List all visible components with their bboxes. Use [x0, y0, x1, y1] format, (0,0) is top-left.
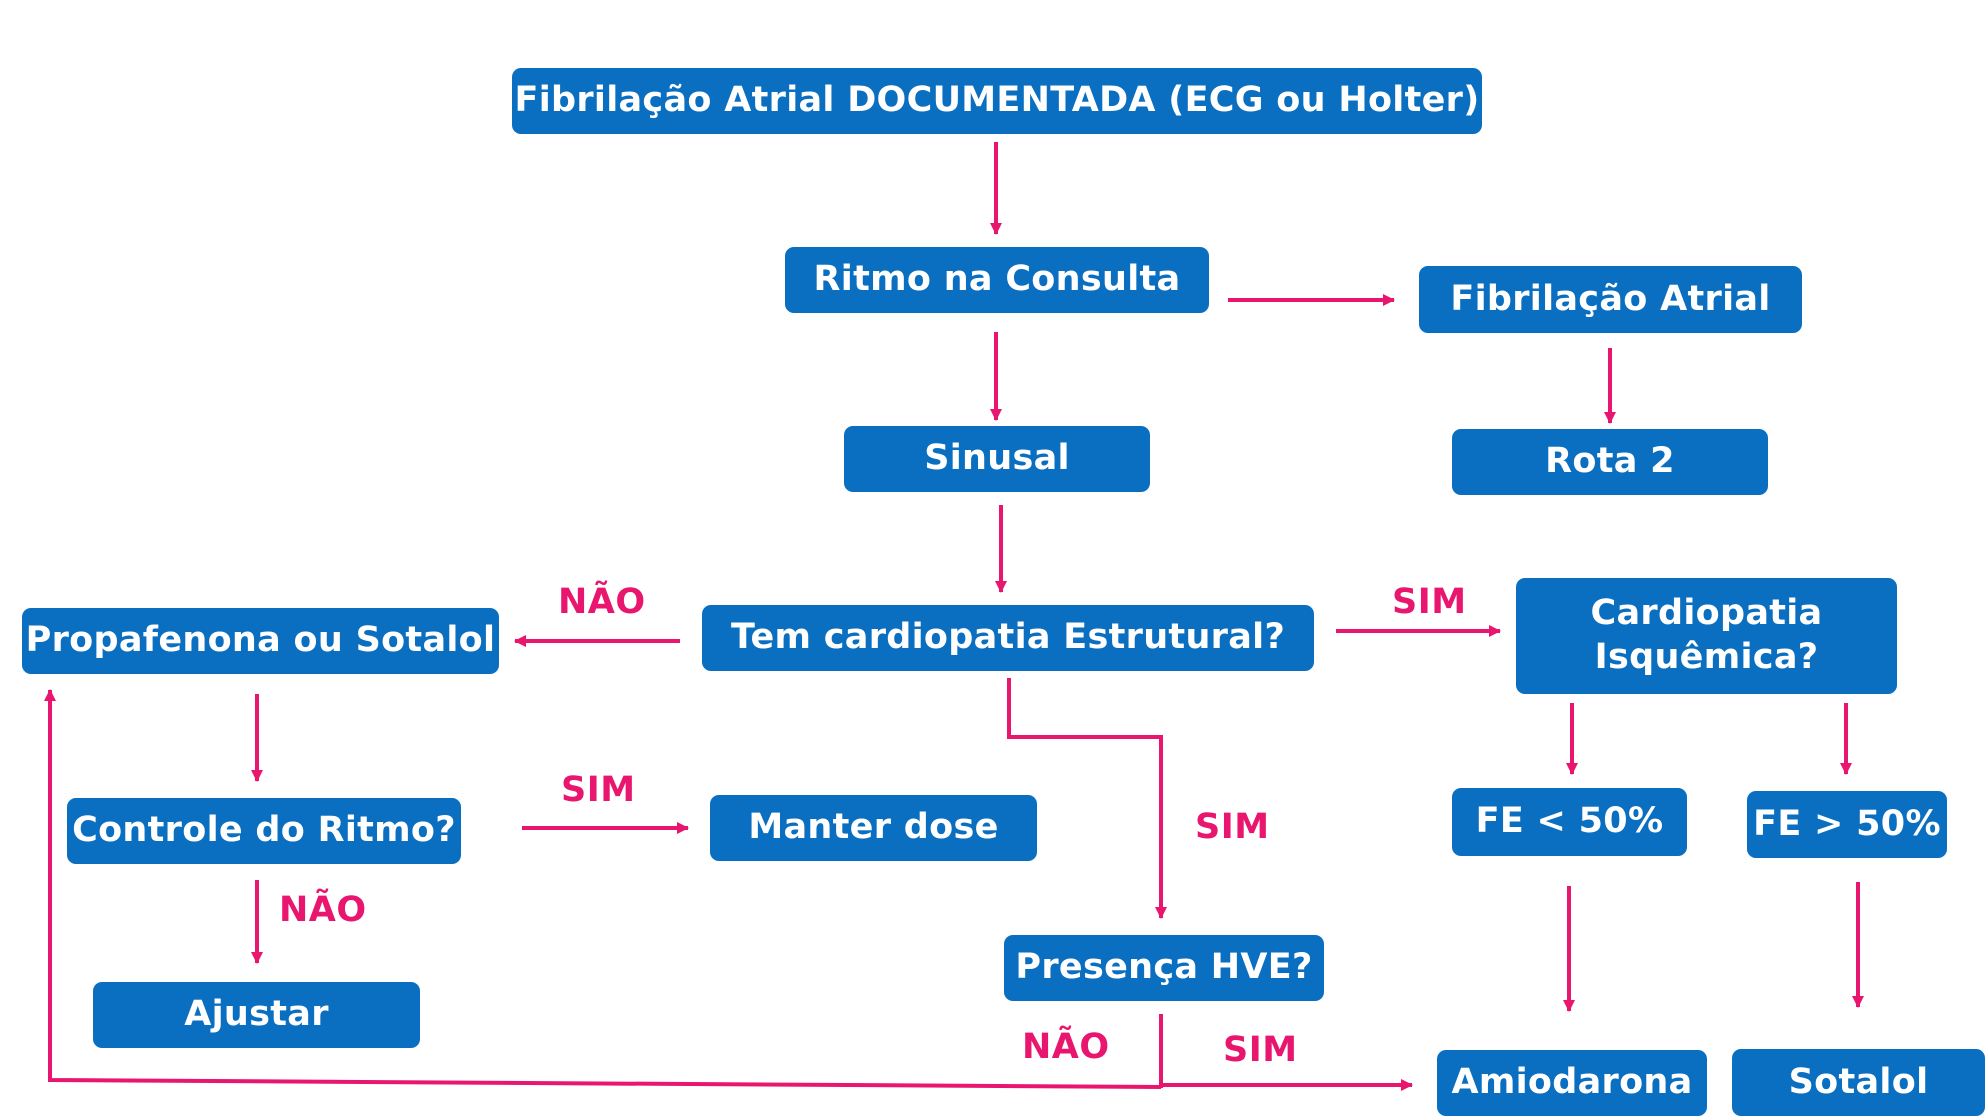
node-cardiopatia-estrutural: Tem cardiopatia Estrutural? [702, 605, 1314, 671]
node-ajustar: Ajustar [93, 982, 420, 1048]
label-nao-estrutural: NÃO [558, 582, 646, 622]
node-fibrilacao-atrial: Fibrilação Atrial [1419, 266, 1802, 333]
node-rota2: Rota 2 [1452, 429, 1768, 495]
label-sim-controle: SIM [561, 770, 636, 810]
node-presenca-hve: Presença HVE? [1004, 935, 1324, 1001]
label-nao-hve: NÃO [1022, 1027, 1110, 1067]
label-sim-hve-path: SIM [1195, 807, 1270, 847]
node-cardiopatia-isquemica: Cardiopatia Isquêmica? [1516, 578, 1897, 694]
node-fe-maior: FE > 50% [1747, 791, 1947, 858]
node-sinusal: Sinusal [844, 426, 1150, 492]
node-fa-documentada: Fibrilação Atrial DOCUMENTADA (ECG ou Ho… [512, 68, 1482, 134]
label-sim-estrutural: SIM [1392, 582, 1467, 622]
label-nao-controle: NÃO [279, 890, 367, 930]
arrow-hve-nao-to-propafenona [44, 689, 1162, 1089]
node-propafenona-sotalol: Propafenona ou Sotalol [22, 608, 499, 674]
node-sotalol: Sotalol [1732, 1049, 1985, 1116]
label-sim-hve: SIM [1223, 1030, 1298, 1070]
arrow-estrutural-to-hve [1007, 678, 1167, 919]
node-fe-menor: FE < 50% [1452, 788, 1687, 856]
node-controle-ritmo: Controle do Ritmo? [67, 798, 461, 864]
node-amiodarona: Amiodarona [1437, 1050, 1707, 1116]
node-ritmo-consulta: Ritmo na Consulta [785, 247, 1209, 313]
node-manter-dose: Manter dose [710, 795, 1037, 861]
